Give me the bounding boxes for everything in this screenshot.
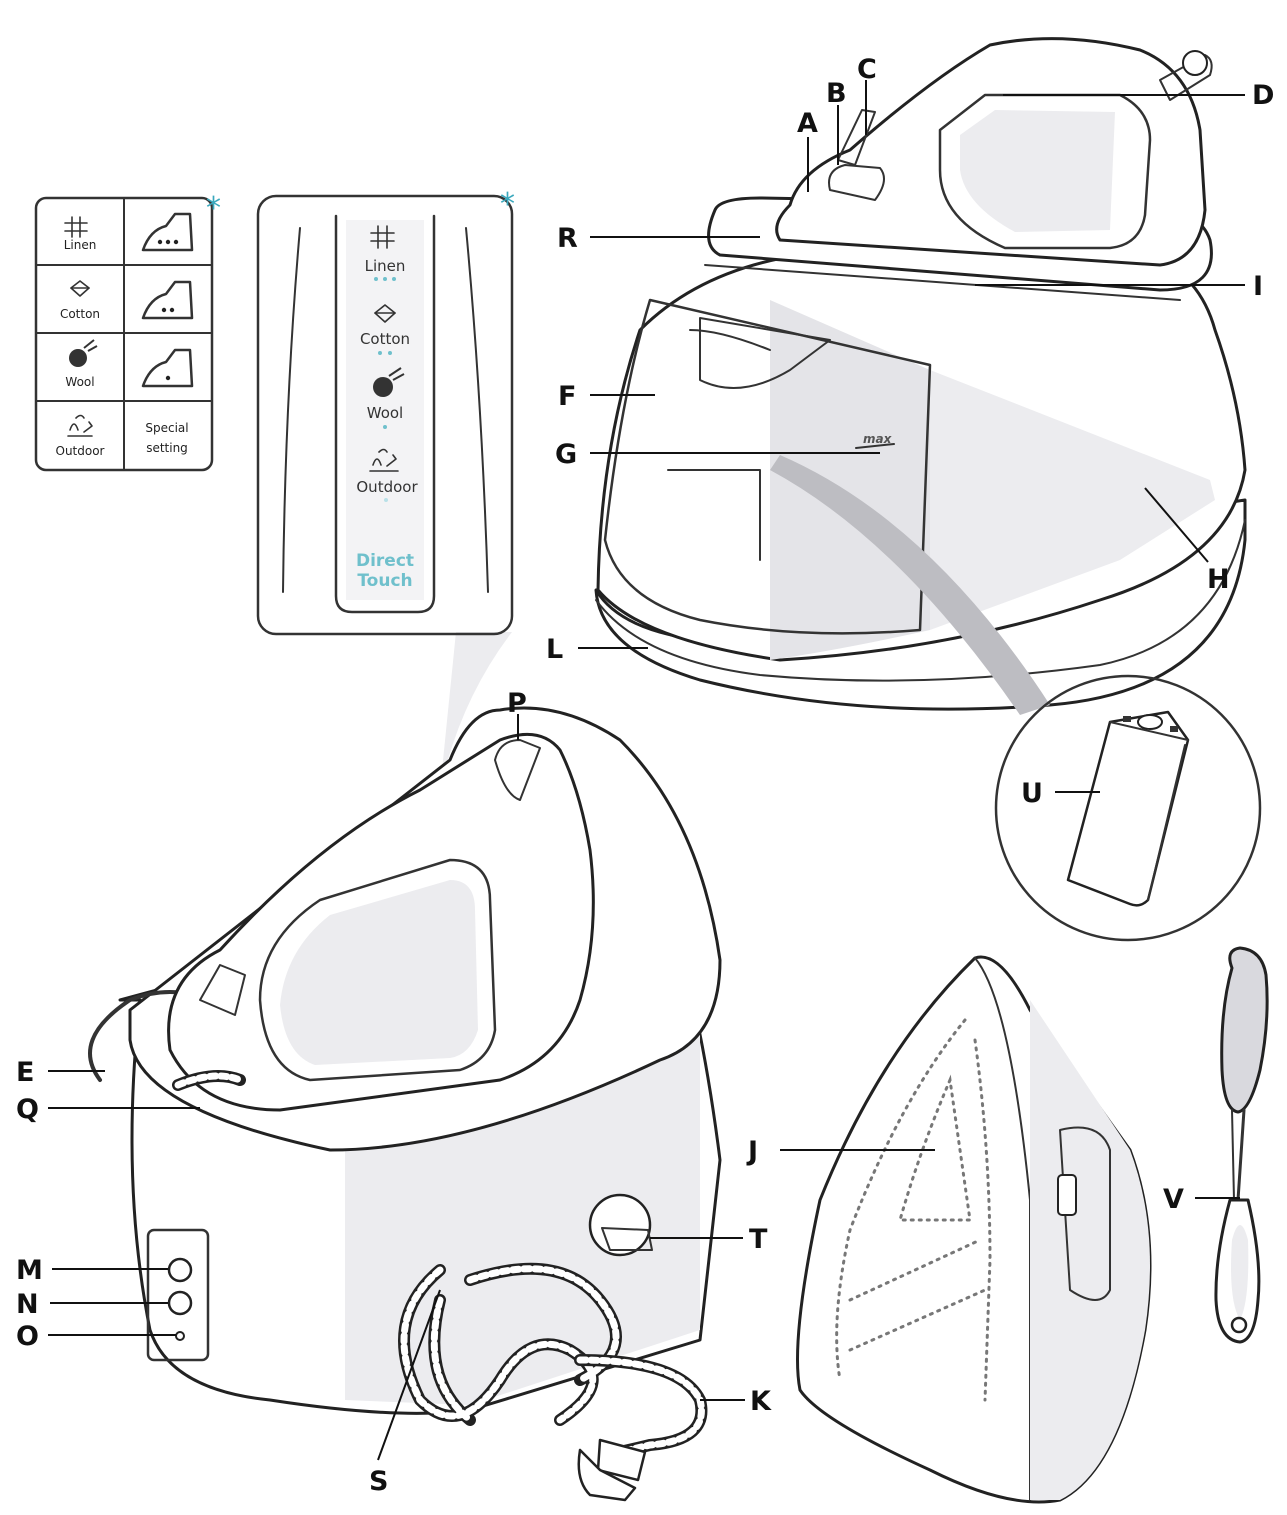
callout-k: K: [750, 1386, 772, 1417]
linen-icon: [64, 216, 88, 238]
strip-wool-icon: [373, 367, 405, 397]
special-setting-line2: setting: [146, 441, 188, 455]
callout-d: D: [1252, 80, 1274, 111]
power-cord: [172, 1070, 708, 1458]
callout-l: L: [546, 634, 563, 665]
strip-linen-dots: [374, 277, 396, 281]
callout-s: S: [369, 1466, 388, 1497]
callout-c: C: [857, 54, 877, 85]
strip-outdoor-dot: [384, 498, 388, 502]
callout-g: G: [555, 439, 577, 470]
tank-max-line: [855, 443, 895, 449]
iron-2dot-icon: [141, 280, 194, 320]
strip-label-cotton: Cotton: [360, 330, 410, 348]
callout-u: U: [1021, 778, 1043, 809]
outdoor-icon: [67, 414, 93, 437]
leader-lines: [48, 80, 1245, 1461]
callout-q: Q: [16, 1094, 39, 1125]
table-asterisk: *: [206, 191, 221, 226]
callout-n: N: [16, 1289, 39, 1320]
callout-r: R: [557, 223, 578, 254]
soleplate-view: [796, 955, 1152, 1504]
wool-icon: [69, 339, 98, 367]
callout-f: F: [558, 381, 576, 412]
strip-label-outdoor: Outdoor: [356, 478, 418, 496]
callout-a: A: [797, 108, 818, 139]
strip-label-linen: Linen: [365, 257, 406, 275]
iron-1dot-icon: [141, 348, 194, 388]
callout-p: P: [507, 688, 527, 719]
special-setting-line1: Special: [145, 421, 188, 435]
strip-outdoor-icon: [369, 448, 399, 472]
strip-asterisk: *: [500, 187, 515, 222]
brand-touch: Touch: [357, 571, 412, 591]
table-label-outdoor: Outdoor: [56, 444, 105, 458]
generator-rear-view: [88, 706, 722, 1502]
callout-o: O: [16, 1321, 39, 1352]
generator-front-view: max: [594, 37, 1247, 711]
anti-scale-cartridge-zoom: [770, 455, 1262, 942]
cleaning-brush: [1214, 946, 1269, 1344]
steam-holes-inner: [898, 1074, 972, 1222]
strip-cotton-dots: [378, 351, 392, 355]
table-label-wool: Wool: [65, 375, 94, 389]
cotton-icon: [70, 280, 90, 297]
touch-strip-zoom: * Linen Cotton Wool Outdoor Direct: [256, 187, 515, 790]
table-label-cotton: Cotton: [60, 307, 100, 321]
callout-h: H: [1207, 564, 1230, 595]
strip-wool-dot: [383, 425, 387, 429]
callout-v: V: [1163, 1184, 1184, 1215]
steam-holes-left: [835, 1018, 967, 1382]
iron-3dot-icon: [141, 212, 194, 252]
tank-max-mark: max: [863, 432, 893, 446]
settings-table: * Linen Cotton Wool Outdoor: [34, 191, 221, 472]
callout-e: E: [16, 1057, 34, 1088]
callout-letters: A B C D E F G H I J K L M N O P Q R S T …: [16, 54, 1274, 1497]
table-label-linen: Linen: [64, 238, 97, 252]
callout-m: M: [16, 1255, 43, 1286]
power-plug: [577, 1438, 647, 1502]
callout-j: J: [746, 1136, 758, 1167]
brand-direct: Direct: [356, 551, 414, 571]
strip-linen-icon: [370, 225, 395, 249]
callout-b: B: [826, 78, 847, 109]
steam-holes-cross: [848, 1238, 987, 1352]
strip-label-wool: Wool: [367, 404, 403, 422]
strip-cotton-icon: [374, 304, 396, 323]
callout-t: T: [749, 1224, 768, 1255]
callout-i: I: [1253, 271, 1263, 302]
